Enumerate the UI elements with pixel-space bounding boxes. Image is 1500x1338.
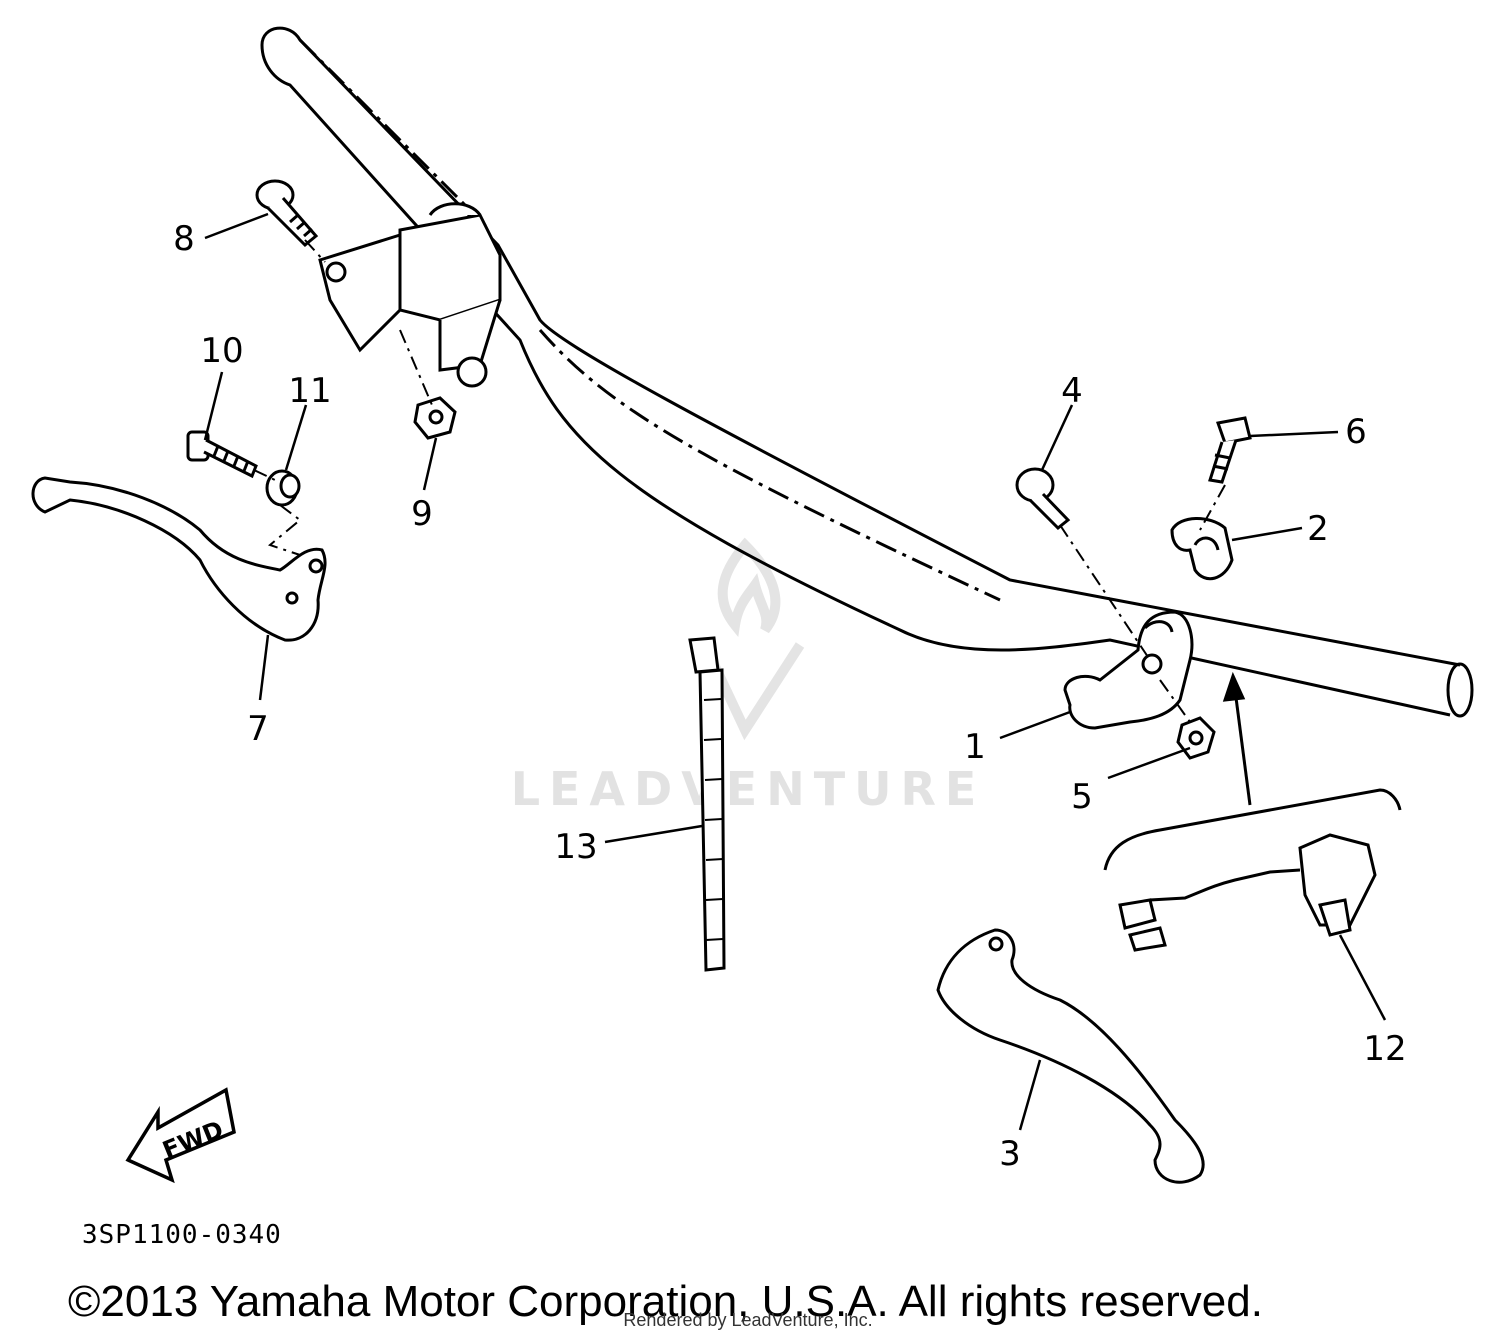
callout-8: 8 [173,219,195,259]
part-8-bolt [255,179,319,248]
callout-9: 9 [411,494,433,534]
callout-11: 11 [288,371,331,411]
rendered-by-credit: Rendered by LeadVenture, Inc. [623,1310,872,1330]
copyright-notice: ©2013 Yamaha Motor Corporation, U.S.A. A… [68,1277,1263,1326]
callout-labels: 1 2 3 4 5 6 7 8 9 10 11 12 13 [173,219,1406,1174]
part-9-nut [413,396,457,440]
callout-4: 4 [1061,371,1083,411]
callout-6: 6 [1345,412,1367,452]
callout-12: 12 [1363,1029,1406,1069]
part-7-lever [31,476,327,642]
callout-3: 3 [999,1134,1021,1174]
part-12-switch [1103,671,1402,952]
part-4-bolt [1015,467,1071,531]
part-2-clamp [1170,517,1234,581]
callout-1: 1 [964,727,986,767]
part-13-cable-tie [688,636,726,972]
callout-10: 10 [200,331,243,371]
watermark-text: LEADVENTURE [511,762,986,816]
watermark: LEADVENTURE [511,537,986,816]
callout-7: 7 [247,709,269,749]
callout-5: 5 [1071,777,1093,817]
forward-arrow-icon: FWD [125,1087,236,1184]
master-cylinder [318,202,502,388]
callout-13: 13 [554,827,597,867]
leader-lines [203,212,1387,1131]
assembly-lines [253,239,1226,723]
part-5-nut [1176,716,1216,760]
part-1-holder [1063,610,1194,730]
diagram-part-code: 3SP1100-0340 [82,1220,282,1250]
part-10-bolt [186,430,258,479]
callout-2: 2 [1307,509,1329,549]
handlebar [260,26,1474,718]
part-11-nut [265,469,301,507]
part-6-bolt [1208,416,1252,484]
part-3-lever [936,928,1205,1184]
